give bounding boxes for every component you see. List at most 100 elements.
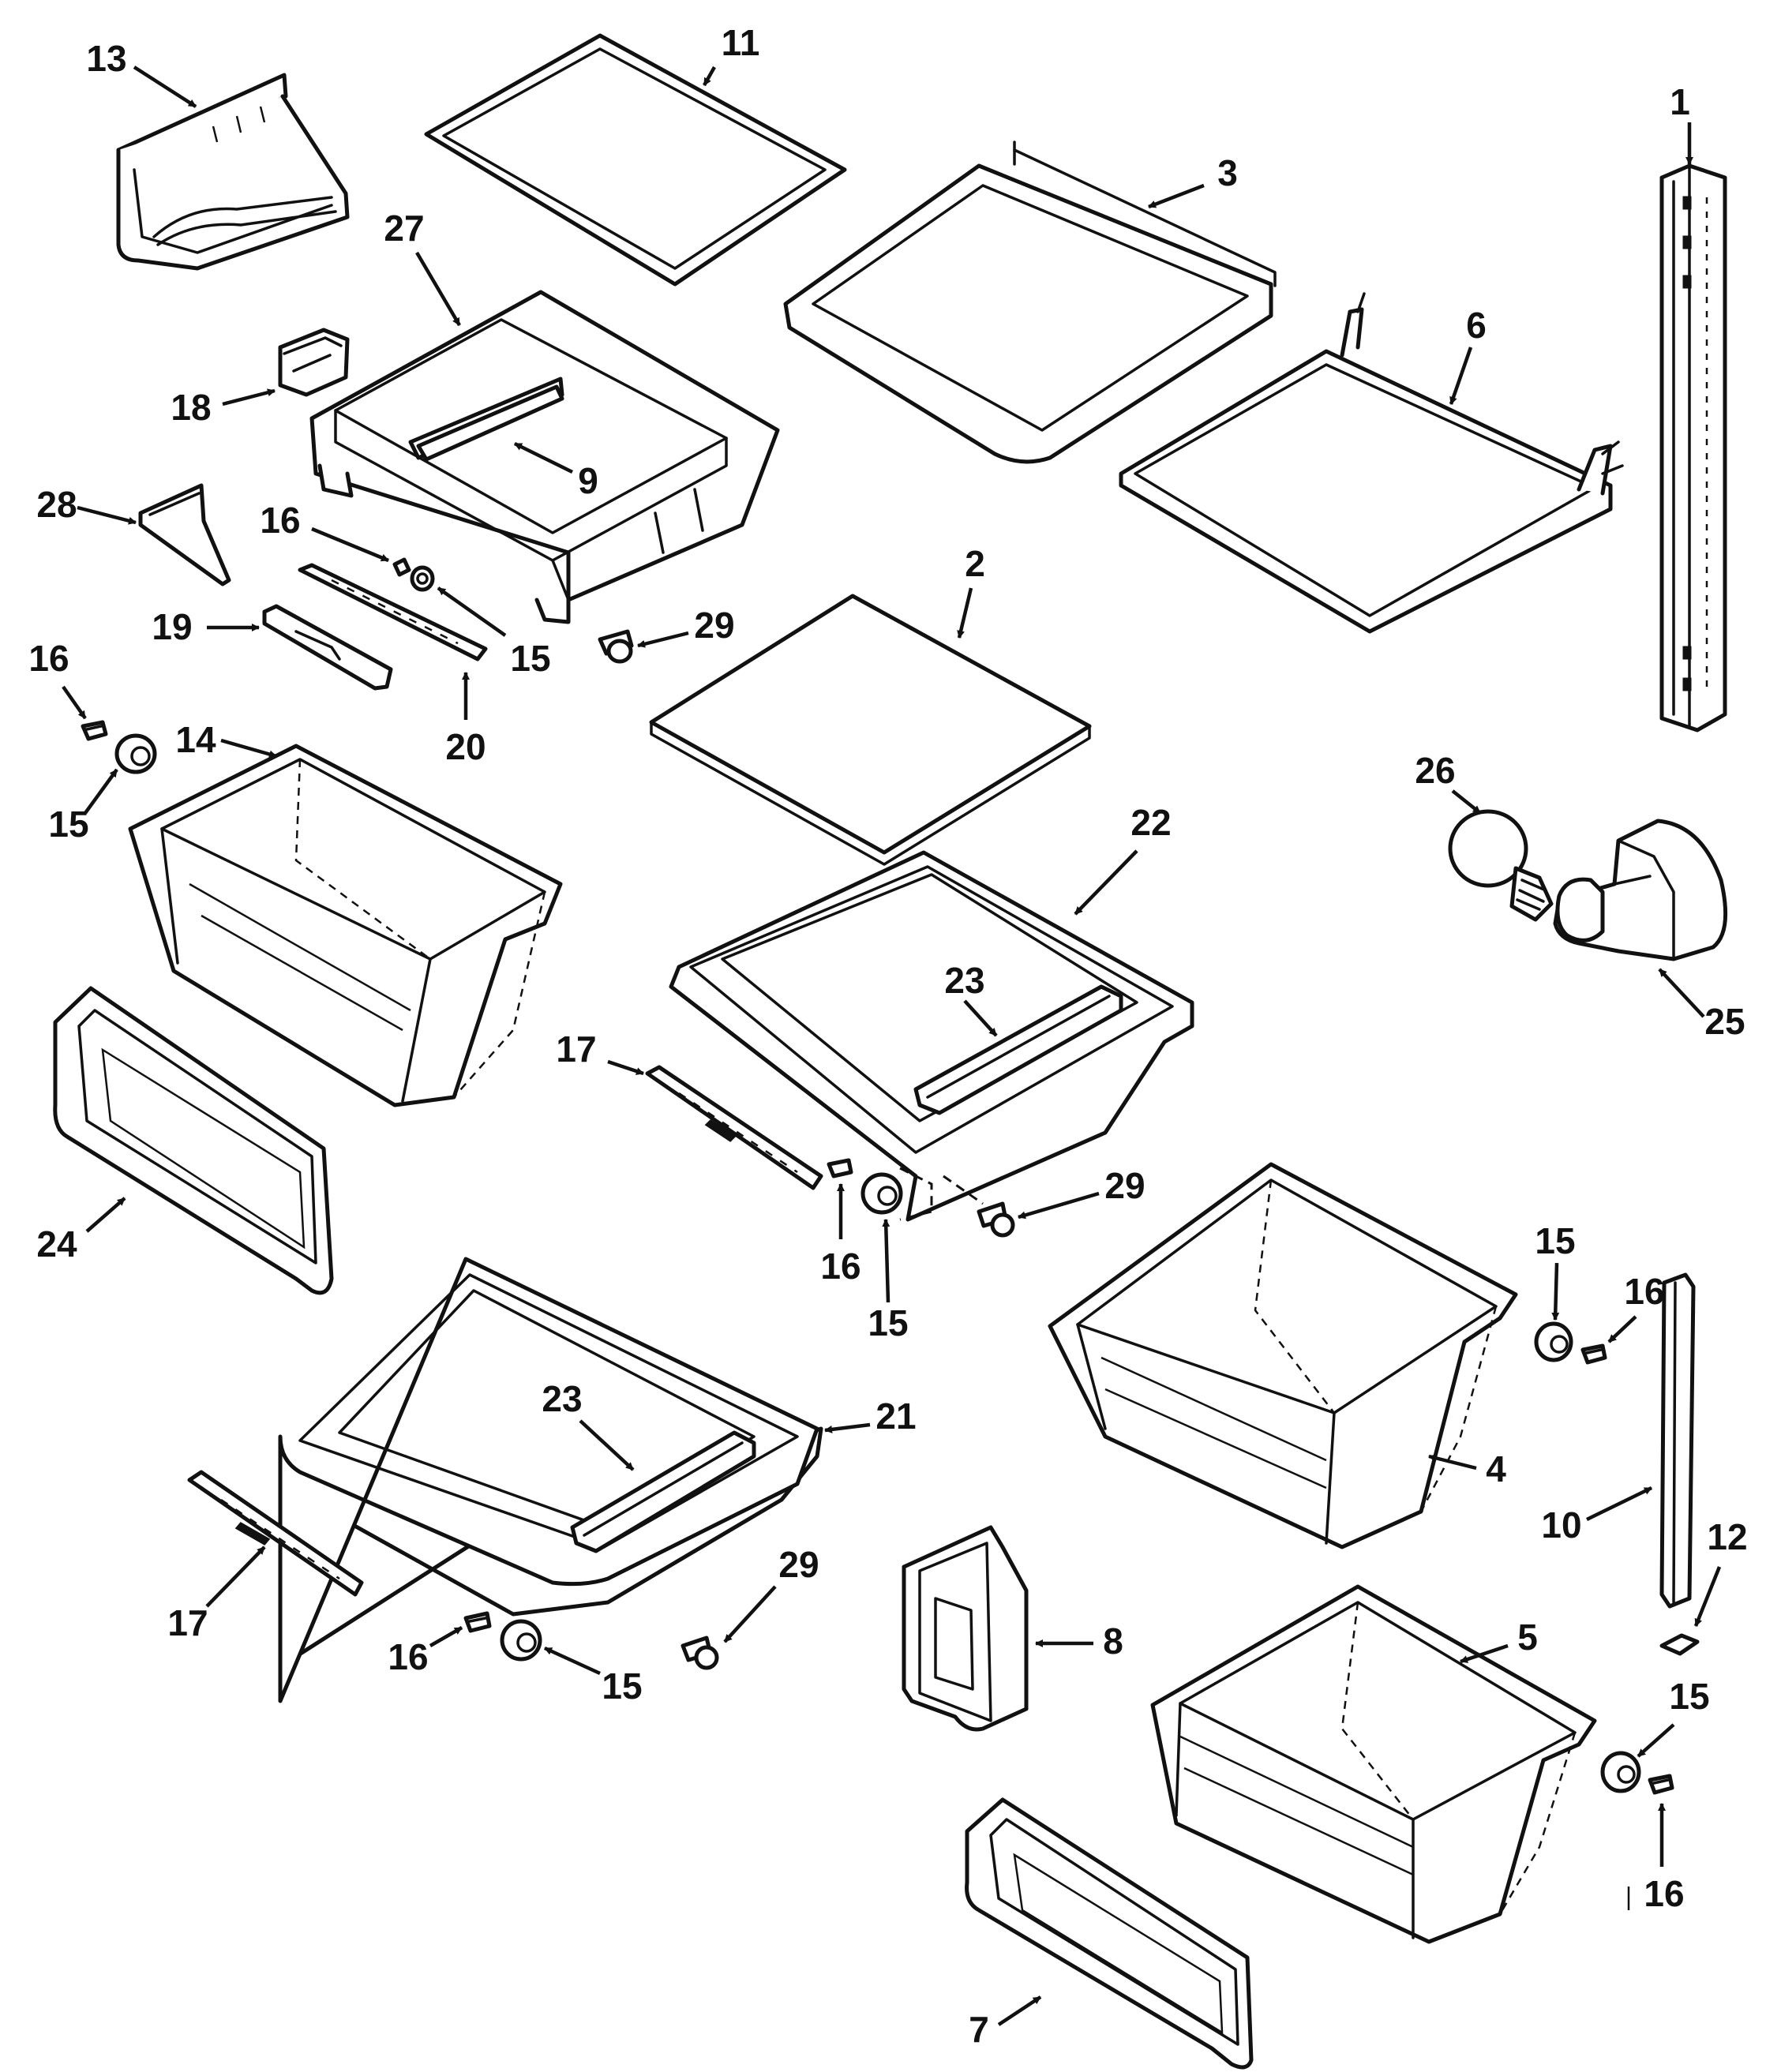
arrow-16-left (62, 685, 87, 720)
part-7-drawer-front (965, 1797, 1254, 2070)
arrow-15-left (84, 768, 118, 815)
arrow-14 (220, 738, 277, 759)
part-25-light-housing (1553, 819, 1728, 961)
part-15-roller-top (410, 565, 435, 592)
arrow-22 (1074, 849, 1138, 916)
part-15-roller-left (114, 733, 157, 774)
part-3-glass-shelf (783, 141, 1277, 464)
arrow-3 (1148, 183, 1205, 209)
arrow-29-middle (1018, 1191, 1100, 1220)
label-3: 3 (1217, 152, 1238, 193)
part-8-divider-panel (902, 1525, 1029, 1732)
part-1-shelf-ladder (1659, 163, 1727, 733)
label-10: 10 (1541, 1504, 1581, 1546)
label-16-right-upper: 16 (1624, 1271, 1664, 1312)
label-23-top: 23 (944, 960, 984, 1001)
part-12-clip (1659, 1633, 1700, 1656)
part-14-crisper-drawer (128, 744, 563, 1107)
part-11-shelf-trim (424, 33, 847, 287)
label-29-lower: 29 (778, 1544, 819, 1585)
label-15-center: 15 (868, 1302, 908, 1343)
label-15-lower: 15 (602, 1665, 642, 1707)
label-11: 11 (722, 22, 760, 63)
label-19: 19 (152, 606, 192, 647)
part-28-clip (138, 483, 231, 586)
part-19-slide-rail (262, 604, 393, 691)
arrow-4 (1428, 1454, 1477, 1471)
label-13: 13 (86, 38, 126, 79)
arrow-13 (133, 66, 197, 108)
part-24-drawer-front (53, 986, 334, 1295)
callouts: 1 2 3 4 5 6 7 8 9 10 11 12 (28, 22, 1747, 2050)
part-15-roller-right-upper (1534, 1321, 1573, 1362)
arrow-27 (415, 251, 461, 327)
label-15-right-lower: 15 (1669, 1676, 1709, 1717)
arrow-18 (222, 388, 276, 407)
arrow-5 (1460, 1643, 1509, 1664)
arrow-17-top (607, 1059, 644, 1076)
label-9: 9 (578, 460, 598, 501)
part-17-slide-rail-lower (187, 1470, 364, 1597)
part-27-meat-drawer (309, 290, 780, 624)
part-18-bracket (278, 328, 350, 397)
arrow-28 (77, 505, 137, 525)
part-16-screw-right-upper (1580, 1343, 1607, 1365)
part-26-light-bulb (1448, 809, 1554, 922)
label-29-top: 29 (694, 605, 734, 646)
label-25: 25 (1704, 1001, 1745, 1042)
label-15-left: 15 (48, 804, 88, 845)
arrow-16-right-upper (1607, 1315, 1637, 1343)
label-4: 4 (1486, 1448, 1506, 1489)
part-16-screw-lower (463, 1611, 492, 1633)
part-20-slide-rail (298, 563, 488, 661)
arrow-10 (1586, 1486, 1652, 1522)
label-22: 22 (1130, 802, 1171, 843)
part-16-screw-right-lower (1648, 1774, 1674, 1795)
part-23-cover-insert-lower (570, 1430, 756, 1553)
arrow-17-lower (205, 1546, 266, 1608)
label-16-left: 16 (28, 638, 69, 679)
label-18: 18 (171, 387, 211, 428)
arrow-21 (824, 1422, 871, 1433)
label-8: 8 (1103, 1621, 1123, 1662)
part-29-screw-top (598, 629, 634, 664)
part-16-screw-top (392, 557, 411, 577)
part-10-divider-strip (1659, 1272, 1696, 1609)
arrow-15-lower (544, 1646, 601, 1676)
label-17-lower: 17 (167, 1602, 208, 1643)
label-7: 7 (969, 2009, 989, 2050)
part-22-crisper-cover (669, 850, 1194, 1222)
arrow-2 (957, 587, 973, 639)
label-28: 28 (36, 484, 77, 525)
arrow-7 (997, 1995, 1042, 2026)
label-1: 1 (1670, 81, 1690, 122)
label-16-top: 16 (260, 500, 300, 541)
label-14: 14 (175, 719, 216, 760)
part-29-screw-lower (681, 1635, 719, 1670)
label-12: 12 (1707, 1516, 1747, 1557)
part-15-roller-right-lower (1600, 1751, 1641, 1793)
arrow-29-top (637, 631, 689, 648)
label-27: 27 (384, 208, 424, 249)
label-16-lower: 16 (388, 1636, 428, 1677)
arrow-15-right-upper (1551, 1262, 1560, 1321)
arrow-15-top (437, 586, 507, 637)
label-24: 24 (36, 1223, 77, 1265)
arrow-15-right-lower (1637, 1723, 1675, 1758)
arrow-16-lower (429, 1626, 463, 1647)
part-5-crisper-drawer (1150, 1584, 1597, 1944)
label-26: 26 (1415, 750, 1455, 791)
label-15-right-upper: 15 (1535, 1220, 1575, 1261)
part-21-crisper-cover (278, 1257, 823, 1703)
label-5: 5 (1517, 1617, 1538, 1658)
part-2-glass-panel (649, 594, 1092, 866)
label-17-top: 17 (556, 1029, 596, 1070)
part-17-slide-rail-top (645, 1065, 823, 1190)
arrow-6 (1449, 347, 1473, 405)
label-16-center: 16 (820, 1246, 861, 1287)
label-2: 2 (965, 543, 985, 584)
label-23-lower: 23 (542, 1378, 582, 1419)
label-16-right-lower: 16 (1644, 1873, 1684, 1914)
part-13-dairy-bin (116, 73, 350, 271)
